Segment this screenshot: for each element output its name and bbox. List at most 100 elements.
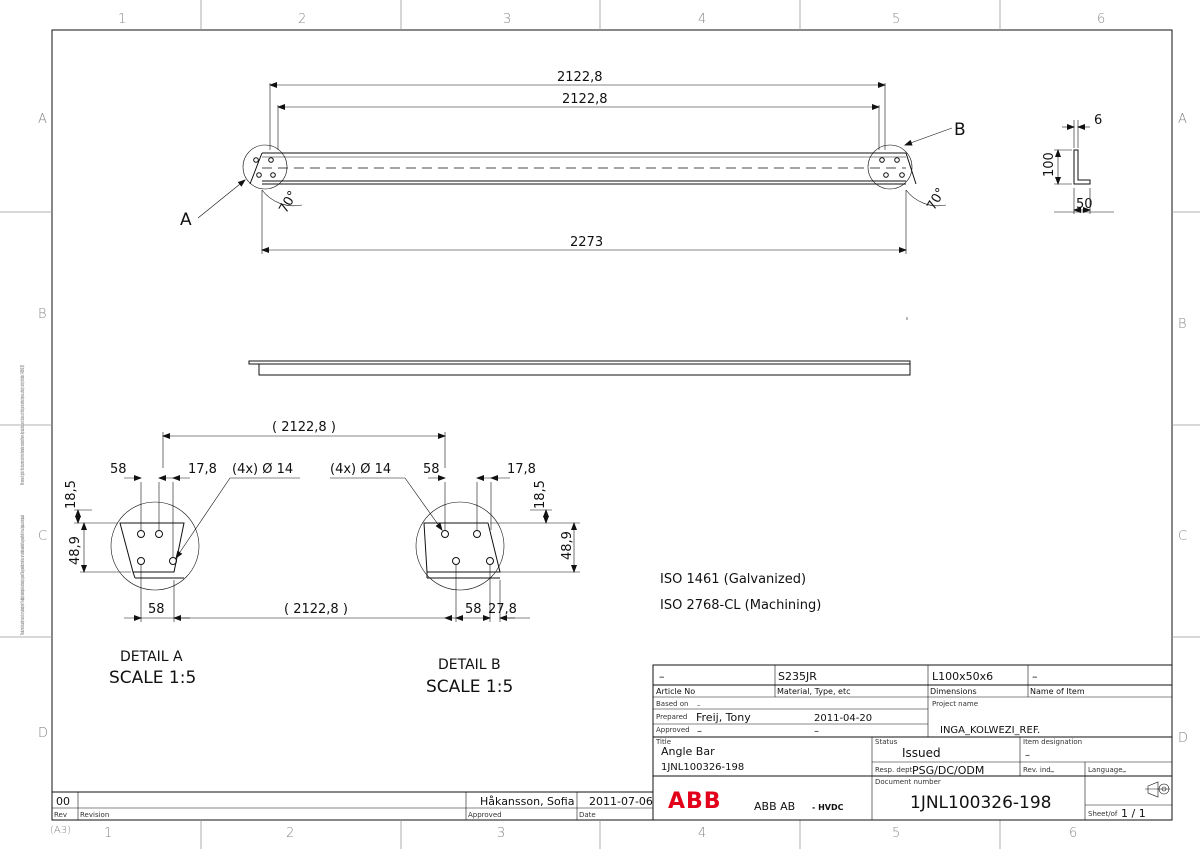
- zone-col-5-top: 5: [892, 12, 900, 27]
- doc-number-label: Document number: [875, 778, 941, 786]
- zone-row-d-left: D: [38, 726, 48, 741]
- zone-row-b-right: B: [1178, 317, 1187, 332]
- resp-dept-value: PSG/DC/ODM: [912, 764, 984, 777]
- callout-a: A: [180, 210, 192, 230]
- rev-label: Rev: [54, 811, 67, 819]
- based-on-label: Based on: [656, 700, 688, 708]
- abb-logo: ABB: [668, 789, 722, 814]
- zone-col-1-bottom: 1: [104, 826, 112, 841]
- title-line-2: 1JNL100326-198: [661, 762, 744, 773]
- detail-a-48-9: 48,9: [68, 536, 83, 565]
- section-flange: 6: [1094, 113, 1102, 128]
- approver-value: Håkansson, Sofia: [480, 795, 574, 808]
- sheet-value: 1 / 1: [1121, 807, 1146, 820]
- approved-value: –: [697, 726, 702, 737]
- project-value: INGA_KOLWEZI_REF.: [940, 725, 1040, 736]
- detail-b-58-top: 58: [423, 462, 440, 477]
- language-value: –: [1122, 767, 1127, 777]
- detail-a-span-bottom: ( 2122,8 ): [284, 602, 348, 617]
- detail-a-holes: (4x) Ø 14: [232, 462, 293, 477]
- prepared-date: 2011-04-20: [814, 713, 872, 724]
- title-block: – S235JR L100x50x6 – Article No Material…: [652, 664, 1173, 821]
- revision-label: Revision: [80, 811, 109, 819]
- detail-b-58-bottom: 58: [465, 602, 482, 617]
- zone-row-c-right: C: [1178, 529, 1187, 544]
- zone-col-5-bottom: 5: [892, 826, 900, 841]
- detail-b-title: DETAIL B: [438, 657, 501, 673]
- section-height: 100: [1042, 152, 1057, 177]
- article-no-value: –: [659, 670, 665, 683]
- zone-row-d-right: D: [1178, 731, 1188, 746]
- detail-a-18-5: 18,5: [64, 480, 79, 509]
- zone-col-3-top: 3: [503, 12, 511, 27]
- detail-a-title: DETAIL A: [120, 649, 183, 665]
- prepared-value: Freij, Tony: [696, 711, 751, 724]
- zone-col-4-bottom: 4: [698, 826, 706, 841]
- title-line-1: Angle Bar: [661, 745, 715, 758]
- title-label: Title: [655, 738, 671, 746]
- zone-row-b-left: B: [38, 307, 47, 322]
- angle-right: 70°: [924, 186, 949, 213]
- sheet-format: (A3): [50, 825, 71, 836]
- doc-number-value: 1JNL100326-198: [910, 793, 1052, 813]
- rev-ind-value: –: [1050, 767, 1055, 777]
- note-iso-1461: ISO 1461 (Galvanized): [660, 572, 806, 587]
- dim-top-2: 2122,8: [562, 92, 608, 107]
- zone-col-6-top: 6: [1097, 12, 1105, 27]
- note-iso-2768: ISO 2768-CL (Machining): [660, 598, 821, 613]
- detail-a-circle: [242, 144, 288, 190]
- material-value: S235JR: [778, 670, 817, 683]
- revision-block: 00 Håkansson, Sofia 2011-07-06 Rev Revis…: [52, 791, 653, 820]
- detail-b-17-8: 17,8: [507, 462, 536, 477]
- signature-note: This document is issued by means of a co…: [20, 515, 26, 635]
- zone-col-1-top: 1: [118, 12, 126, 27]
- detail-a-58-top: 58: [110, 462, 127, 477]
- based-on-value: –: [697, 701, 701, 709]
- dim-overall: 2273: [570, 235, 603, 250]
- prepared-label: Prepared: [656, 713, 687, 721]
- resp-dept-label: Resp. dept: [875, 766, 913, 774]
- detail-b-18-5: 18,5: [533, 480, 548, 509]
- callout-b: B: [954, 120, 966, 140]
- detail-a-span: ( 2122,8 ): [272, 420, 336, 435]
- sheet-label: Sheet/of: [1088, 810, 1118, 818]
- revision-date-value: 2011-07-06: [589, 795, 653, 808]
- zone-col-2-top: 2: [298, 12, 306, 27]
- material-label: Material, Type, etc: [777, 687, 851, 696]
- language-label: Language: [1088, 766, 1123, 774]
- zone-col-2-bottom: 2: [286, 826, 294, 841]
- approved-label: Approved: [656, 726, 690, 734]
- rev-value: 00: [56, 795, 70, 808]
- name-value: –: [1032, 670, 1038, 683]
- drawing-border: [51, 29, 1173, 821]
- projection-icon: [1145, 781, 1170, 798]
- dimensions-label: Dimensions: [930, 687, 977, 696]
- article-no-label: Article No: [656, 687, 695, 696]
- detail-b-48-9: 48,9: [560, 531, 575, 560]
- main-view: 2122,8 2122,8 2273 70° 70° A B: [180, 70, 966, 254]
- status-label: Status: [875, 738, 898, 746]
- rights-note: We reserve all rights in this document a…: [19, 365, 26, 485]
- zone-col-6-bottom: 6: [1069, 826, 1077, 841]
- zone-col-3-bottom: 3: [497, 826, 505, 841]
- angle-left: 70°: [276, 189, 301, 216]
- detail-b-27-8: 27,8: [488, 602, 517, 617]
- detail-b-circle: [867, 144, 913, 190]
- item-designation-value: –: [1025, 750, 1030, 761]
- approved-date: –: [814, 726, 819, 737]
- bottom-view: [248, 317, 911, 376]
- detail-a-scale: SCALE 1:5: [109, 668, 196, 688]
- rev-ind-label: Rev. ind: [1023, 766, 1051, 774]
- detail-b-holes: (4x) Ø 14: [330, 462, 391, 477]
- name-label: Name of Item: [1030, 687, 1085, 696]
- detail-a: ( 2122,8 ) 58 17,8 (4x) Ø 14 18,5 48,9 5…: [64, 420, 460, 688]
- zone-row-a-left: A: [38, 112, 47, 127]
- company-name: ABB AB: [754, 800, 795, 813]
- dim-top-1: 2122,8: [557, 70, 603, 85]
- approved-column-label: Approved: [468, 811, 502, 819]
- zone-col-4-top: 4: [698, 12, 706, 27]
- zone-row-a-right: A: [1178, 112, 1187, 127]
- detail-a-17-8: 17,8: [188, 462, 217, 477]
